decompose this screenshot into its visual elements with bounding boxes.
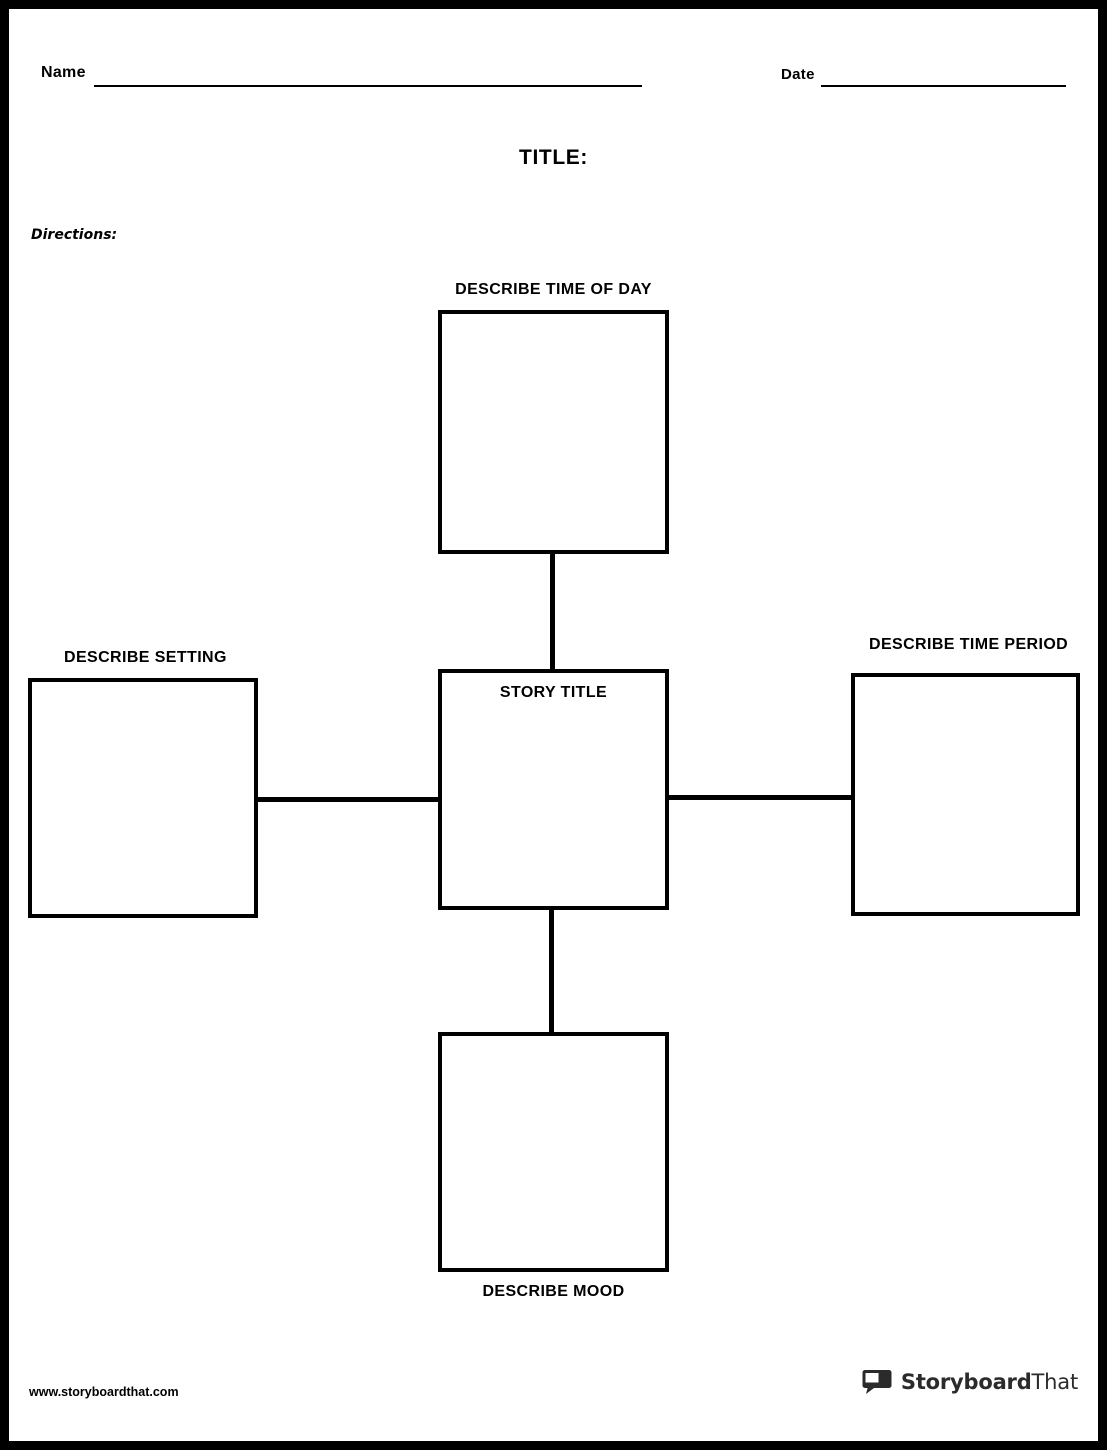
label-describe-setting: DESCRIBE SETTING <box>64 649 227 666</box>
connector-top <box>550 552 555 672</box>
box-describe-mood[interactable] <box>438 1032 669 1272</box>
connector-right <box>667 795 854 800</box>
box-story-title[interactable] <box>438 669 669 910</box>
label-story-title: STORY TITLE <box>499 684 608 701</box>
brand-logo: StoryboardThat <box>862 1369 1078 1395</box>
name-label: Name <box>41 64 86 81</box>
box-describe-time-of-day[interactable] <box>438 310 669 554</box>
label-describe-time-period: DESCRIBE TIME PERIOD <box>869 636 1069 653</box>
label-describe-time-of-day: DESCRIBE TIME OF DAY <box>455 281 652 298</box>
site-url[interactable]: www.storyboardthat.com <box>29 1385 179 1399</box>
brand-name-second: That <box>1031 1370 1079 1394</box>
directions-label: Directions: <box>31 227 118 243</box>
box-describe-time-period[interactable] <box>851 673 1080 916</box>
name-input-line[interactable] <box>94 85 642 87</box>
date-input-line[interactable] <box>821 85 1066 87</box>
connector-left <box>256 797 442 802</box>
brand-name-first: Storyboard <box>900 1370 1032 1394</box>
page-title: TITLE: <box>519 146 588 169</box>
speech-bubble-icon <box>862 1369 892 1395</box>
date-label: Date <box>781 66 815 83</box>
brand-name: StoryboardThat <box>901 1370 1078 1394</box>
box-describe-setting[interactable] <box>28 678 258 918</box>
label-describe-mood: DESCRIBE MOOD <box>482 1283 625 1300</box>
connector-bottom <box>549 908 554 1034</box>
